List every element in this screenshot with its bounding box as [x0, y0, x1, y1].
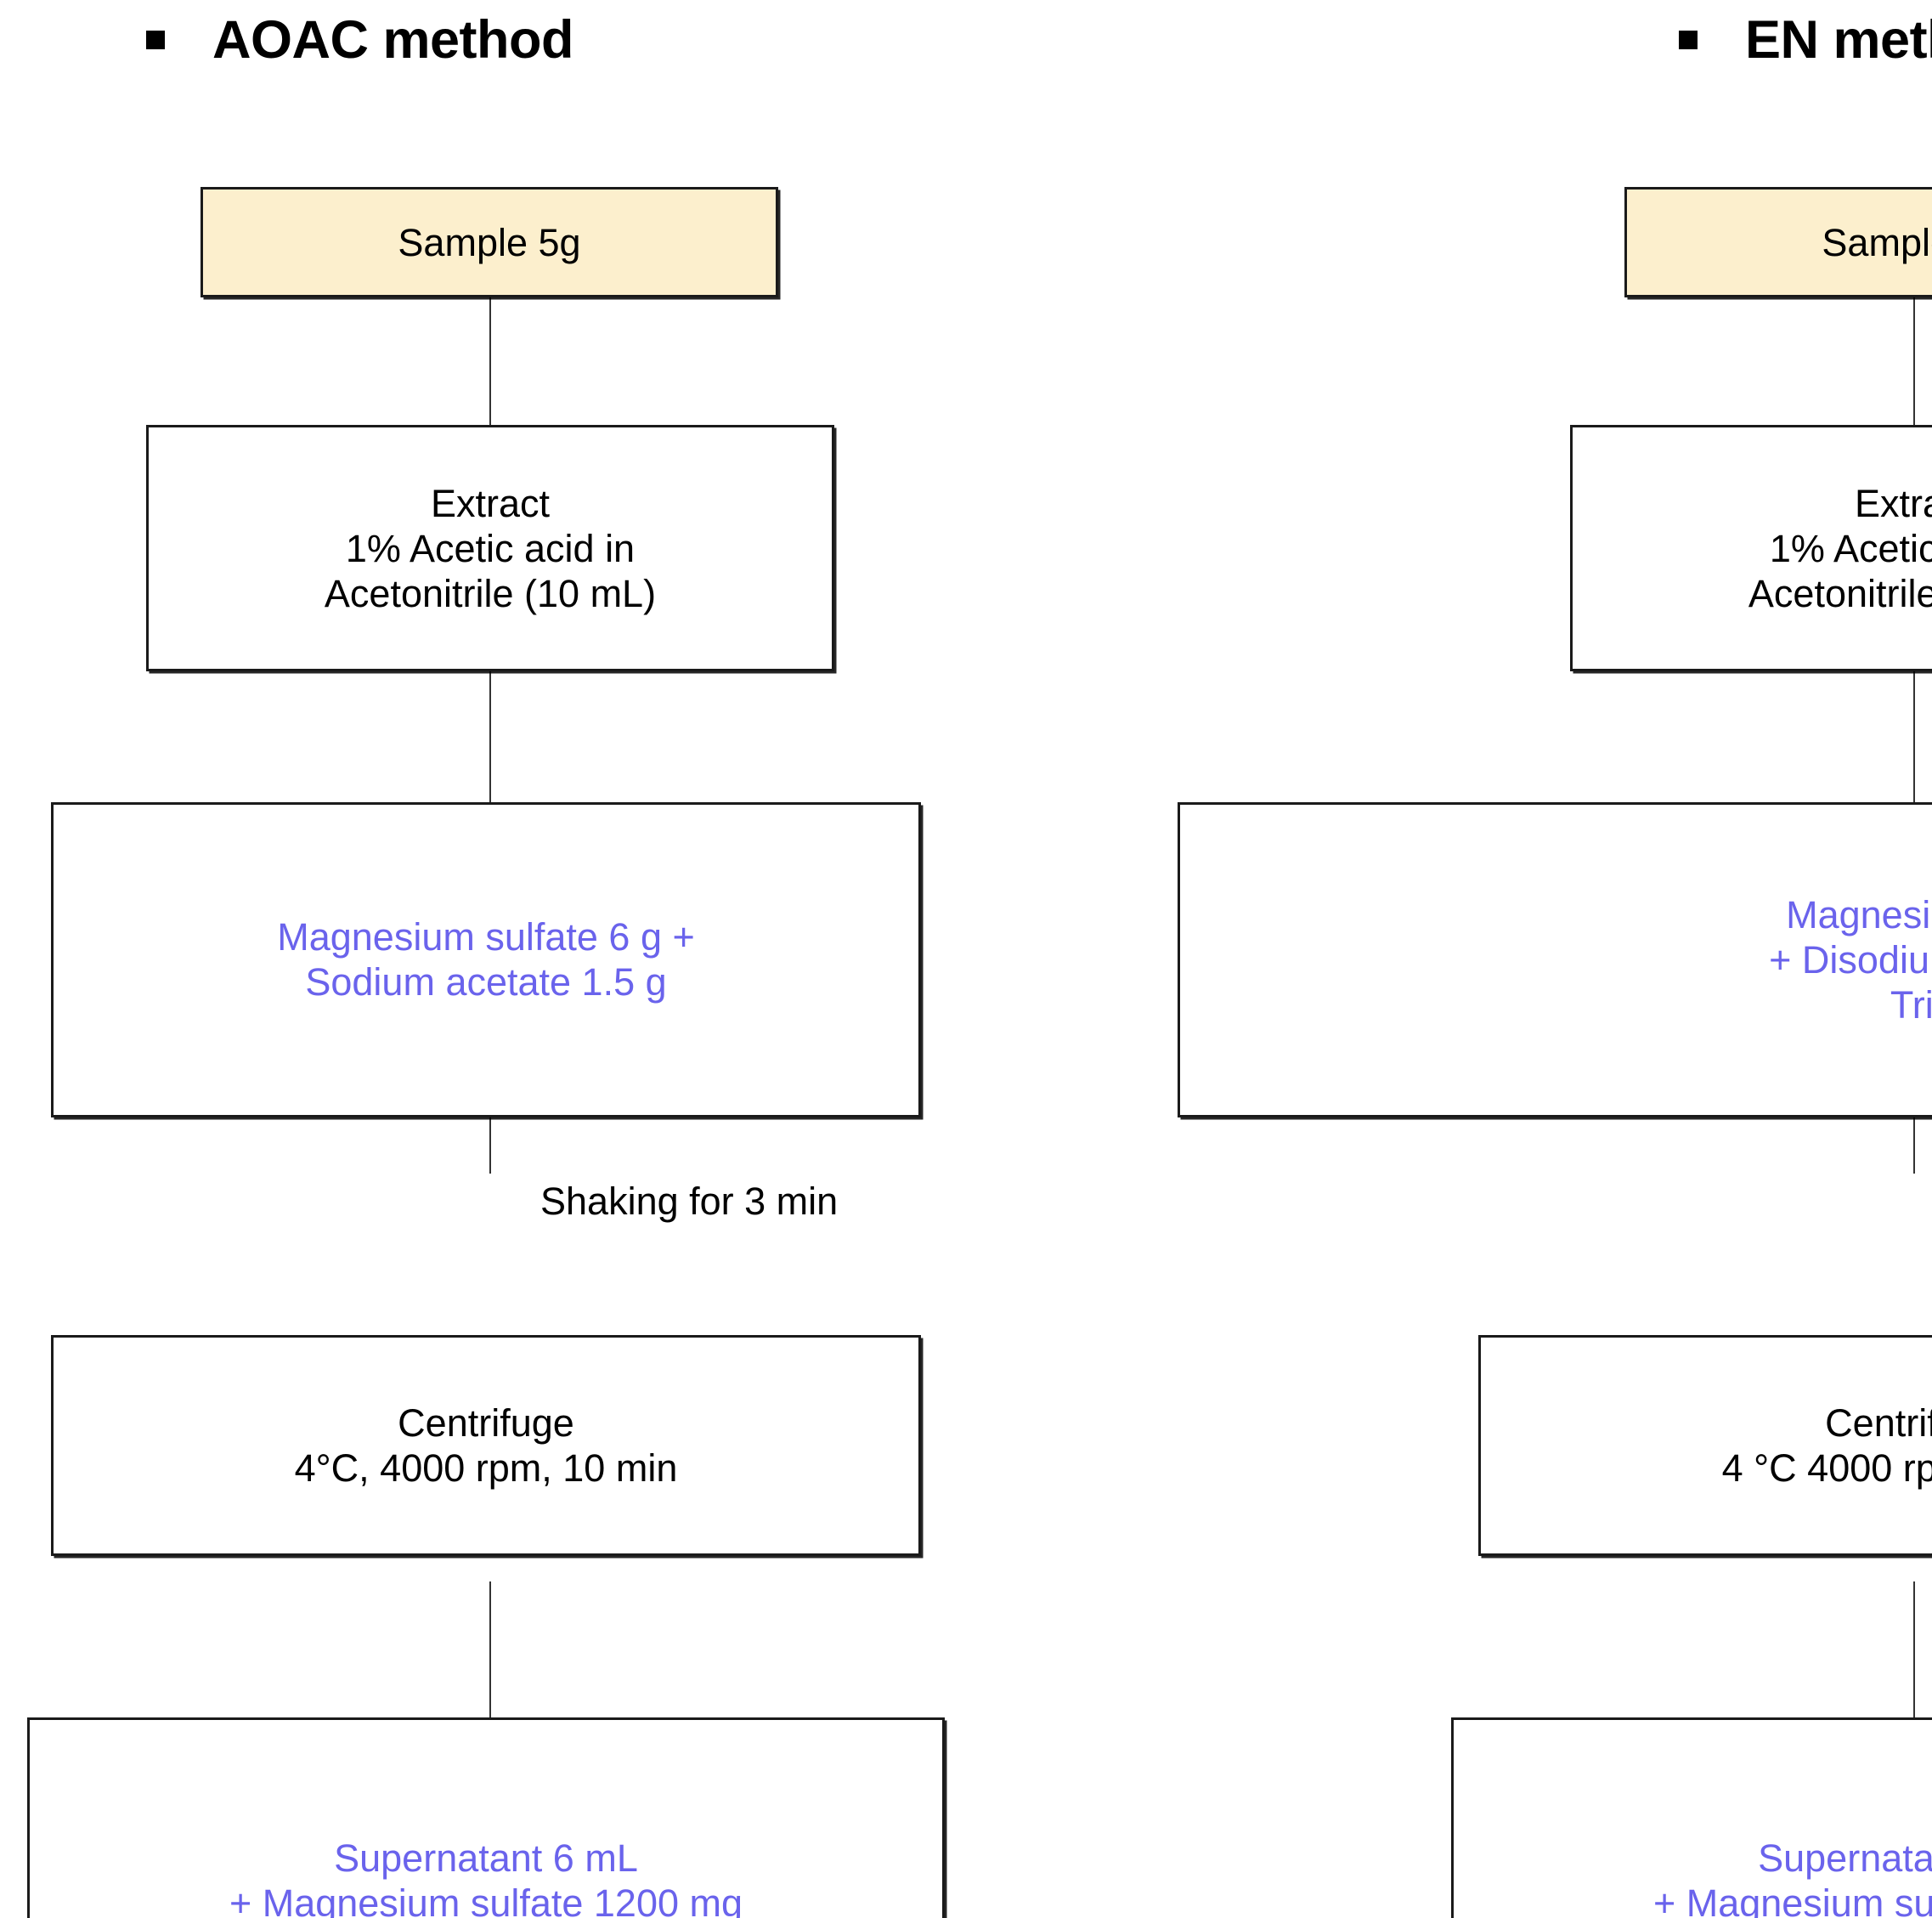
step-label: Magnesium sulfate 4 g + Sodium chloride … — [1769, 892, 1932, 1027]
connector-sample-to-extract-en — [1913, 292, 1915, 480]
step-cleanup-aoac[interactable]: Supernatant 6 mL + Magnesium sulfate 120… — [27, 1717, 945, 1918]
step-label: Extract 1% Acetic acid in Acetonitrile (… — [1748, 481, 1932, 615]
step-label: Sample 5g — [1822, 220, 1932, 264]
step-extract-en[interactable]: Extract 1% Acetic acid in Acetonitrile (… — [1570, 425, 1932, 672]
step-centrifuge1-aoac[interactable]: Centrifuge 4°C, 4000 rpm, 10 min — [51, 1334, 921, 1556]
step-extract-aoac[interactable]: Extract 1% Acetic acid in Acetonitrile (… — [146, 425, 834, 672]
square-bullet-icon — [146, 31, 165, 49]
step-sample-aoac[interactable]: Sample 5g — [201, 187, 778, 298]
step-sample-en[interactable]: Sample 5g — [1624, 187, 1932, 298]
step-label: Magnesium sulfate 6 g + Sodium acetate 1… — [277, 915, 695, 1004]
step-label: Centrifuge 4 °C 4000 rpm, 10 min — [1721, 1400, 1932, 1490]
step-label: Supernatant 6 mL + Magnesium sulfate 120… — [1652, 1836, 1932, 1918]
step-salts-aoac[interactable]: Magnesium sulfate 6 g + Sodium acetate 1… — [51, 802, 921, 1117]
column-title-en: EN method — [1745, 9, 1932, 70]
step-label: Supernatant 6 mL + Magnesium sulfate 120… — [229, 1836, 743, 1918]
step-cleanup-en[interactable]: Supernatant 6 mL + Magnesium sulfate 120… — [1451, 1717, 1932, 1918]
column-header-aoac: AOAC method — [146, 10, 573, 70]
edge-label-shaking-aoac: Shaking for 3 min — [540, 1179, 839, 1223]
step-label: Centrifuge 4°C, 4000 rpm, 10 min — [294, 1400, 678, 1490]
square-bullet-icon — [1679, 31, 1698, 49]
step-label: Sample 5g — [398, 220, 581, 264]
step-centrifuge1-en[interactable]: Centrifuge 4 °C 4000 rpm, 10 min — [1478, 1334, 1932, 1556]
column-title-aoac: AOAC method — [212, 9, 573, 70]
column-header-en: EN method — [1679, 10, 1932, 70]
connector-sample-to-extract — [489, 292, 491, 480]
step-label: Extract 1% Acetic acid in Acetonitrile (… — [324, 481, 657, 615]
step-salts-en[interactable]: Magnesium sulfate 4 g + Sodium chloride … — [1178, 802, 1932, 1117]
